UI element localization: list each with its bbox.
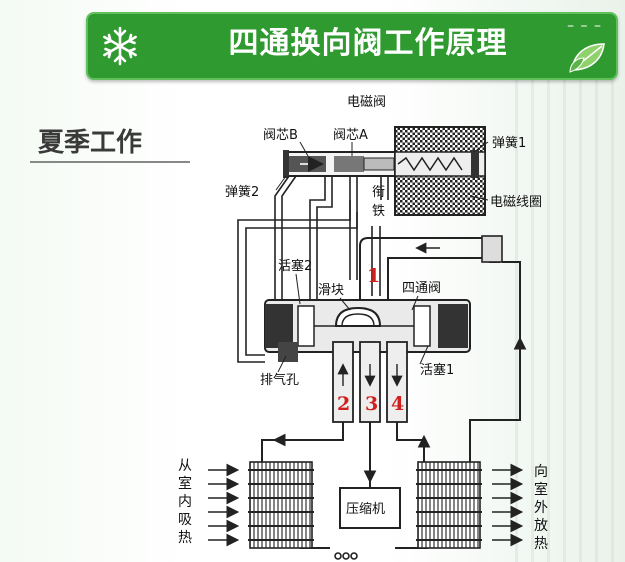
port-4-number: 4 — [391, 393, 404, 415]
section-underline — [30, 161, 190, 163]
exhaust-port — [278, 342, 298, 362]
discharge-pipe — [359, 235, 503, 300]
indoor-label-1: 从 — [178, 458, 192, 474]
slider-block — [334, 306, 382, 327]
armature-label-2: 铁 — [372, 204, 385, 219]
slider-label: 滑块 — [318, 283, 344, 298]
heat-absorb-arrows — [208, 463, 240, 547]
compressor-label: 压缩机 — [346, 501, 385, 517]
background-decoration — [515, 80, 625, 562]
armature-label-1: 衔 — [372, 185, 385, 200]
title-dashes: – – – — [567, 18, 602, 34]
heat-release-arrows — [492, 463, 524, 547]
outdoor-label-3: 外 — [534, 500, 548, 516]
port-3-number: 3 — [365, 393, 378, 415]
title-banner: 四通换向阀工作原理 – – – — [86, 12, 618, 80]
solenoid-valve-label: 电磁阀 — [347, 95, 386, 110]
indoor-label-5: 热 — [178, 530, 192, 546]
coil-label: 电磁线圈 — [490, 195, 542, 210]
solenoid-valve — [284, 151, 396, 177]
indoor-label-4: 吸 — [178, 512, 192, 528]
piston-2-label: 活塞2 — [278, 258, 312, 274]
outdoor-label-4: 放 — [534, 518, 548, 534]
electromagnetic-coil — [394, 126, 486, 216]
leader-lines — [275, 141, 489, 373]
piston-1-label: 活塞1 — [420, 362, 454, 378]
leaf-icon — [569, 43, 605, 73]
snowflake-icon — [103, 26, 137, 66]
section-title: 夏季工作 — [38, 128, 143, 158]
outdoor-label-5: 热 — [534, 536, 548, 552]
four-way-label: 四通阀 — [402, 281, 441, 296]
indoor-coil — [248, 461, 314, 549]
compressor — [339, 487, 401, 529]
page-title: 四通换向阀工作原理 — [228, 26, 508, 61]
spring-2 — [283, 150, 289, 178]
outdoor-label-2: 室 — [534, 481, 548, 498]
core-b-label: 阀芯B — [263, 128, 298, 143]
outdoor-label-1: 向 — [534, 464, 548, 480]
exhaust-label: 排气孔 — [260, 372, 299, 388]
spring-2-label: 弹簧2 — [225, 184, 259, 200]
capillary-tubes — [237, 175, 389, 363]
core-a-label: 阀芯A — [333, 128, 368, 143]
port-2-number: 2 — [337, 393, 350, 415]
indoor-label-2: 室 — [178, 475, 192, 492]
port-1-number: 1 — [367, 265, 380, 287]
port-pipes — [332, 341, 408, 423]
capillary-coil — [334, 552, 358, 560]
outdoor-coil — [416, 461, 482, 549]
spring-1-label: 弹簧1 — [492, 135, 526, 151]
indoor-label-3: 内 — [178, 494, 192, 510]
